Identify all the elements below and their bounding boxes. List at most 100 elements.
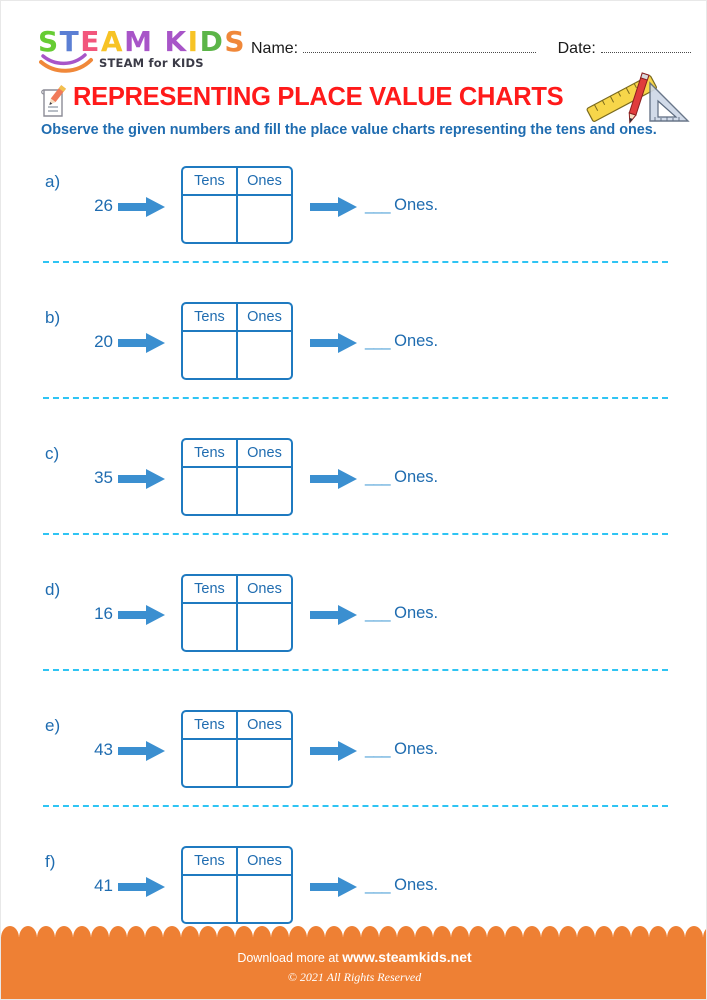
question-number: 35 — [94, 468, 113, 487]
website-link[interactable]: www.steamkids.net — [342, 949, 472, 965]
ones-input-cell[interactable] — [238, 332, 291, 378]
arrow-right-icon — [118, 469, 165, 489]
place-value-table: Tens Ones — [181, 710, 293, 788]
logo-letter: S — [224, 25, 245, 58]
scallop-bump — [649, 926, 667, 938]
scallop-bump — [415, 926, 433, 938]
ruler-pencil-triangle-icon — [586, 72, 690, 124]
scallop-bump — [667, 926, 685, 938]
answer-line[interactable]: ___ Ones. — [365, 604, 438, 623]
arrow-right-icon — [310, 605, 357, 625]
ones-input-cell[interactable] — [238, 876, 291, 922]
scallop-bump — [55, 926, 73, 938]
scallop-bump — [325, 926, 343, 938]
answer-blank[interactable]: ___ — [365, 740, 391, 758]
tens-input-cell[interactable] — [183, 604, 238, 650]
logo-letter: T — [59, 25, 79, 58]
scallop-bump — [289, 926, 307, 938]
scallop-bump — [523, 926, 541, 938]
scallop-bump — [469, 926, 487, 938]
tens-header: Tens — [183, 576, 238, 602]
download-prefix: Download more at — [237, 951, 343, 965]
footer-copyright: © 2021 All Rights Reserved — [287, 970, 422, 984]
questions-list: a) 26 Tens Ones ___ Ones. — [1, 164, 706, 980]
row-divider — [43, 805, 668, 807]
ones-input-cell[interactable] — [238, 740, 291, 786]
scallop-bump — [109, 926, 127, 938]
page-title: REPRESENTING PLACE VALUE CHARTS — [73, 83, 564, 111]
name-label: Name: — [251, 40, 299, 57]
answer-unit: Ones. — [394, 196, 439, 214]
page-footer: Download more at www.steamkids.net © 202… — [1, 926, 706, 999]
tens-input-cell[interactable] — [183, 468, 238, 514]
ones-input-cell[interactable] — [238, 604, 291, 650]
answer-blank[interactable]: ___ — [365, 196, 391, 214]
question-row: d) 16 Tens Ones ___ Ones. — [1, 572, 706, 708]
logo-swoosh-icon — [39, 53, 93, 73]
question-number: 26 — [94, 196, 113, 215]
arrow-right-icon — [310, 333, 357, 353]
answer-line[interactable]: ___ Ones. — [365, 468, 438, 487]
arrow-right-icon — [118, 197, 165, 217]
scallop-bump — [181, 926, 199, 938]
tens-header: Tens — [183, 168, 238, 194]
question-number: 16 — [94, 604, 113, 623]
answer-line[interactable]: ___ Ones. — [365, 196, 438, 215]
question-row: f) 41 Tens Ones ___ Ones. — [1, 844, 706, 980]
question-row: e) 43 Tens Ones ___ Ones. — [1, 708, 706, 844]
table-answer-row — [183, 740, 291, 786]
scallop-bump — [127, 926, 145, 938]
arrow-right-icon — [310, 469, 357, 489]
table-answer-row — [183, 876, 291, 922]
footer-download-text: Download more at www.steamkids.net — [1, 949, 706, 965]
scallop-bump — [307, 926, 325, 938]
arrow-right-icon — [118, 605, 165, 625]
place-value-table: Tens Ones — [181, 574, 293, 652]
question-label: e) — [45, 716, 61, 735]
question-label: a) — [45, 172, 61, 191]
tens-header: Tens — [183, 304, 238, 330]
arrow-right-icon — [310, 197, 357, 217]
answer-blank[interactable]: ___ — [365, 604, 391, 622]
date-label: Date: — [557, 40, 596, 57]
scallop-bump — [613, 926, 631, 938]
memo-pencil-icon — [41, 85, 66, 117]
tens-input-cell[interactable] — [183, 876, 238, 922]
ones-input-cell[interactable] — [238, 196, 291, 242]
scallop-bump — [451, 926, 469, 938]
scallop-bump — [631, 926, 649, 938]
ones-header: Ones — [247, 173, 282, 189]
question-label: b) — [45, 308, 61, 327]
scallop-bump — [361, 926, 379, 938]
answer-blank[interactable]: ___ — [365, 468, 391, 486]
scallop-bump — [433, 926, 451, 938]
table-header-row: Tens Ones — [183, 712, 291, 740]
scallop-bump — [397, 926, 415, 938]
tens-input-cell[interactable] — [183, 332, 238, 378]
answer-unit: Ones. — [394, 740, 439, 758]
logo-letter: S — [38, 25, 58, 58]
answer-line[interactable]: ___ Ones. — [365, 876, 438, 895]
answer-line[interactable]: ___ Ones. — [365, 332, 438, 351]
answer-unit: Ones. — [394, 332, 439, 350]
tens-input-cell[interactable] — [183, 740, 238, 786]
arrow-right-icon — [118, 333, 165, 353]
date-input[interactable] — [600, 39, 691, 53]
place-value-table: Tens Ones — [181, 166, 293, 244]
answer-blank[interactable]: ___ — [365, 332, 391, 350]
answer-blank[interactable]: ___ — [365, 876, 391, 894]
scallop-bump — [379, 926, 397, 938]
name-input[interactable] — [303, 39, 536, 53]
row-divider — [43, 669, 668, 671]
answer-line[interactable]: ___ Ones. — [365, 740, 438, 759]
logo-tagline: STEAM for KIDS — [99, 56, 204, 70]
scallop-bump — [577, 926, 595, 938]
question-label: d) — [45, 580, 61, 599]
question-row: b) 20 Tens Ones ___ Ones. — [1, 300, 706, 436]
ones-input-cell[interactable] — [238, 468, 291, 514]
question-number: 20 — [94, 332, 113, 351]
table-answer-row — [183, 196, 291, 242]
place-value-table: Tens Ones — [181, 302, 293, 380]
tens-input-cell[interactable] — [183, 196, 238, 242]
